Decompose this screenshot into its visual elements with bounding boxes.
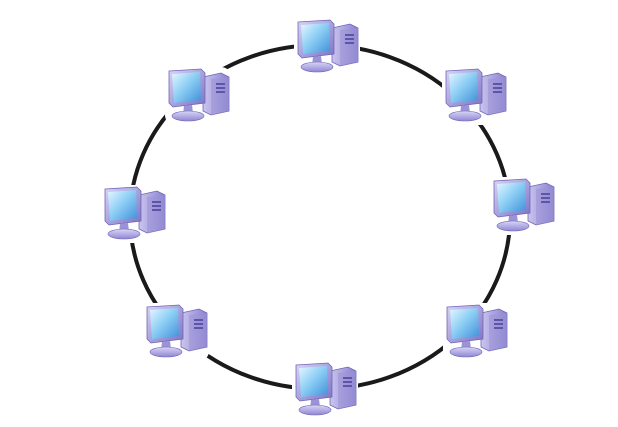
monitor-screen	[449, 72, 478, 103]
desktop-computer-icon	[143, 303, 209, 361]
desktop-computer-icon	[292, 361, 358, 419]
monitor-screen	[108, 190, 137, 221]
monitor-screen	[301, 23, 330, 54]
ring-nodes	[101, 18, 556, 419]
desktop-computer-icon	[442, 67, 508, 125]
monitor-screen	[172, 72, 201, 103]
monitor-screen	[299, 366, 328, 397]
monitor-screen	[450, 308, 479, 339]
desktop-computer-icon	[490, 177, 556, 235]
desktop-computer-icon	[443, 303, 509, 361]
desktop-computer-icon	[165, 67, 231, 125]
desktop-computer-icon	[101, 185, 167, 243]
desktop-computer-icon	[294, 18, 360, 76]
monitor-screen	[497, 182, 526, 213]
monitor-screen	[150, 308, 179, 339]
